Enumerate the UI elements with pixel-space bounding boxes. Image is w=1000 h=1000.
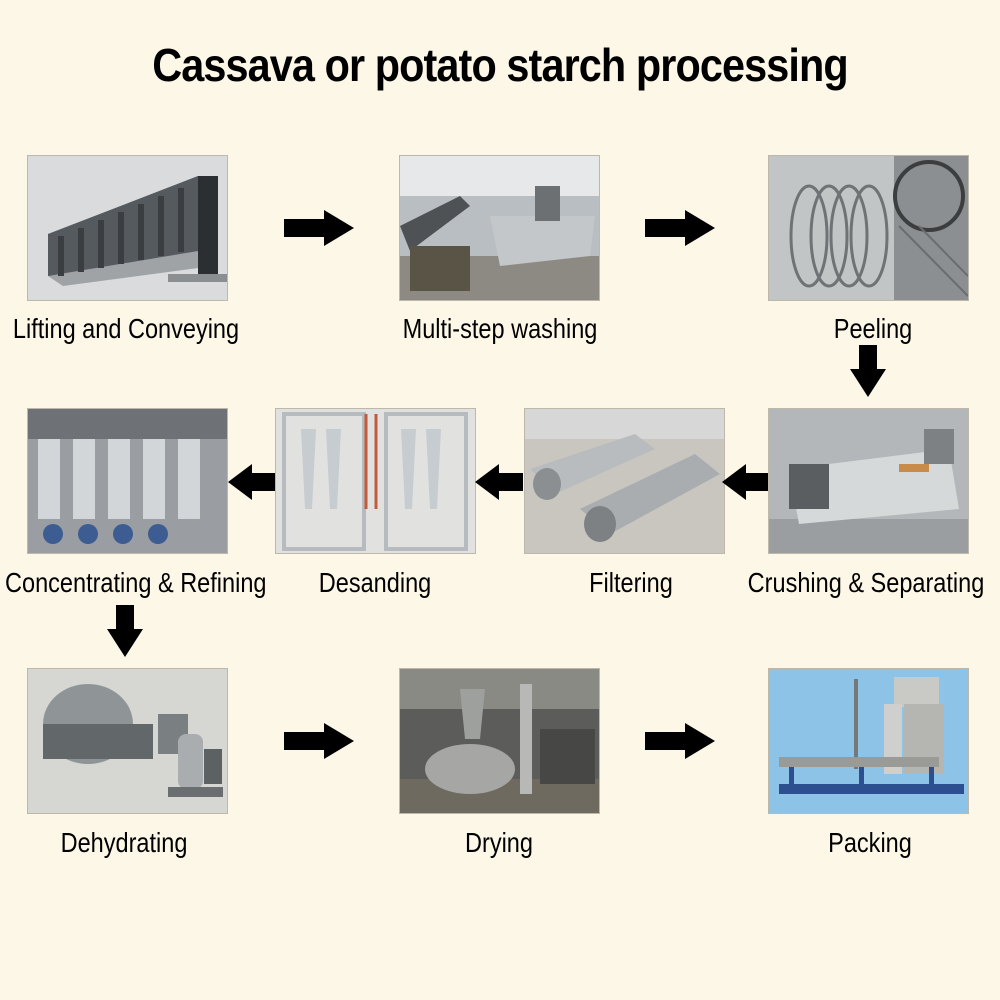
arrow-right-icon <box>645 723 715 759</box>
arrow-right-icon <box>645 210 715 246</box>
packing-machine-image <box>768 668 969 814</box>
flash-dryer-image <box>399 668 600 814</box>
cyclone-desander-image <box>275 408 476 554</box>
step-label-crushing: Crushing & Separating <box>747 567 985 598</box>
washing-machine-image <box>399 155 600 301</box>
step-label-drying: Drying <box>465 827 533 858</box>
step-label-lifting: Lifting and Conveying <box>12 313 240 344</box>
step-label-filtering: Filtering <box>589 567 673 598</box>
step-label-peeling: Peeling <box>833 313 913 344</box>
crusher-separator-image <box>768 408 969 554</box>
step-label-desanding: Desanding <box>318 567 432 598</box>
diagram-title: Cassava or potato starch processing <box>152 39 848 91</box>
vacuum-filter-image <box>27 668 228 814</box>
arrow-right-icon <box>284 723 354 759</box>
step-label-packing: Packing <box>828 827 912 858</box>
arrow-left-icon <box>722 464 770 500</box>
step-label-refining: Concentrating & Refining <box>5 567 267 598</box>
arrow-down-icon <box>850 345 886 397</box>
arrow-down-icon <box>107 605 143 657</box>
arrow-right-icon <box>284 210 354 246</box>
belt-conveyor-image <box>27 155 228 301</box>
arrow-left-icon <box>228 464 276 500</box>
centrifugal-sieve-image <box>524 408 725 554</box>
step-label-washing: Multi-step washing <box>402 313 598 344</box>
step-label-dehydrating: Dehydrating <box>60 827 188 858</box>
hydrocyclone-station-image <box>27 408 228 554</box>
arrow-left-icon <box>475 464 523 500</box>
peeling-drum-image <box>768 155 969 301</box>
